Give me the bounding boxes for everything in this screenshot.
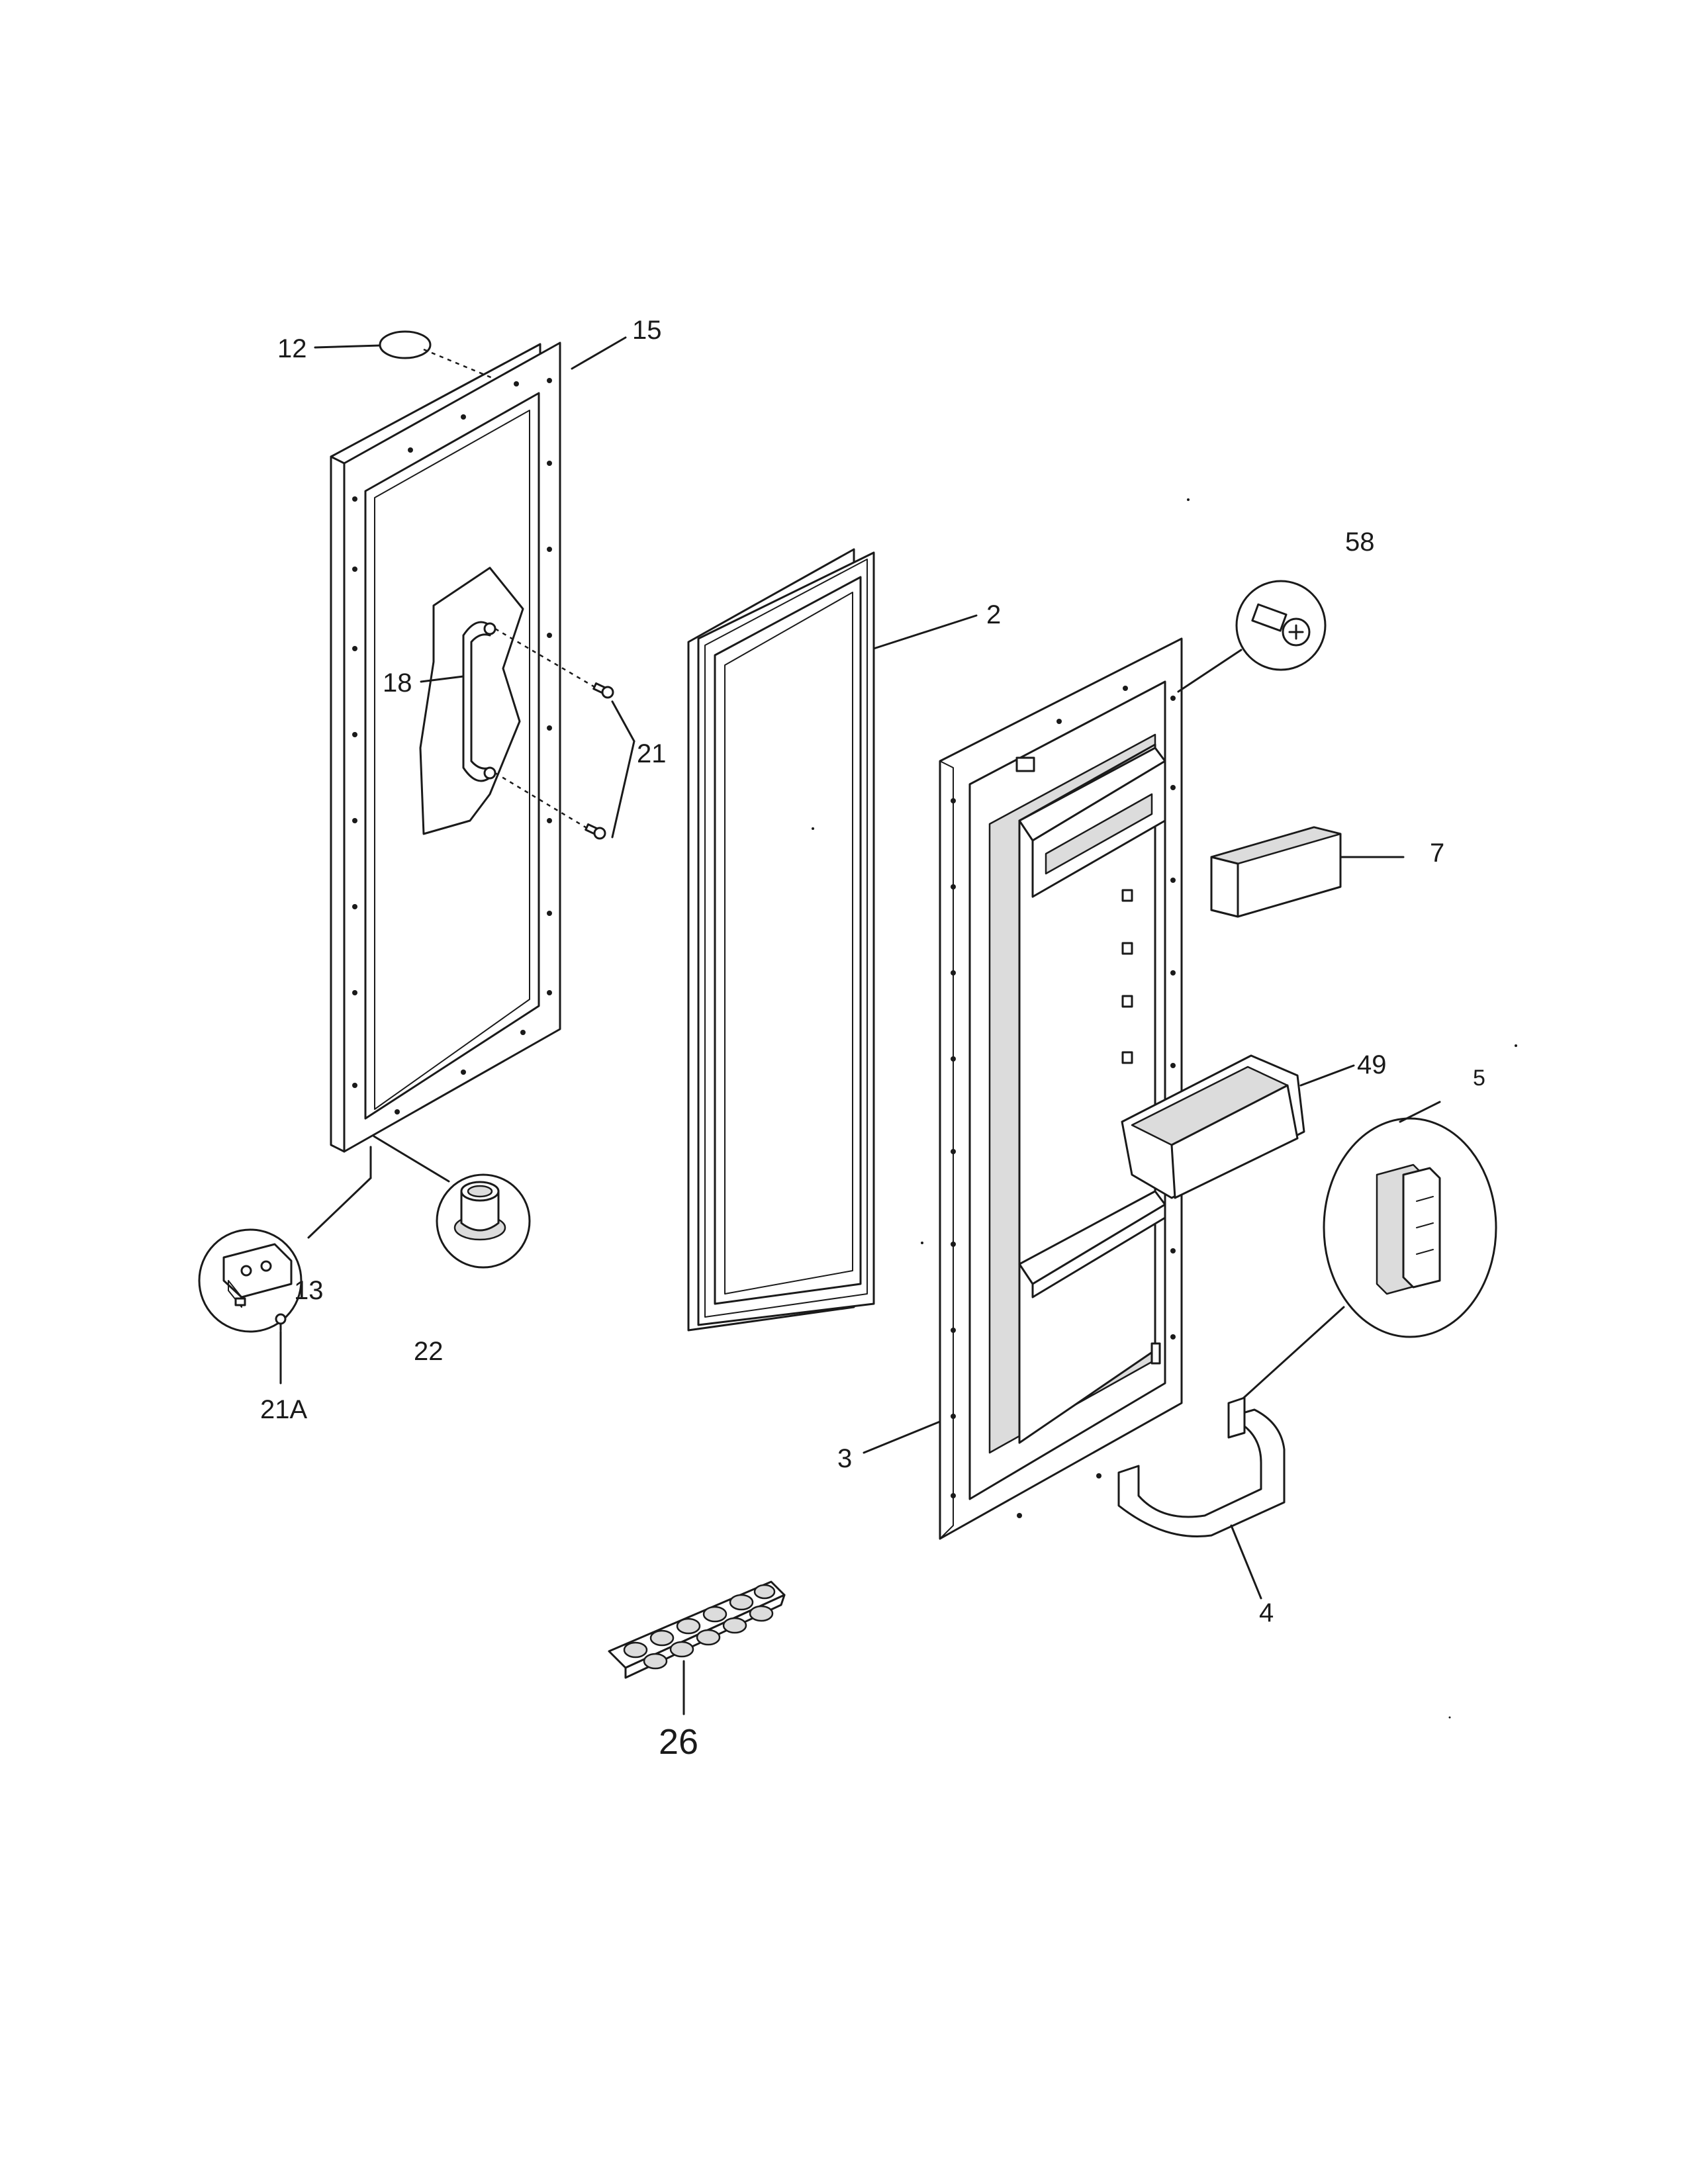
- handle-screws: [494, 627, 614, 840]
- callout-22: 22: [414, 1337, 444, 1366]
- callout-13: 13: [294, 1276, 324, 1305]
- egg-cups: [623, 1584, 776, 1670]
- door-bin: [1121, 1054, 1355, 1199]
- frame-screw-holes: [352, 378, 552, 1115]
- inner-door-liner: [939, 637, 1183, 1540]
- callout-21: 21: [637, 739, 667, 768]
- door-gasket: [687, 548, 875, 1332]
- callout-2: 2: [986, 600, 1001, 629]
- clip-detail: [1237, 1101, 1497, 1404]
- callout-3: 3: [837, 1444, 852, 1473]
- egg-tray: [608, 1580, 786, 1715]
- screw-detail: [1177, 580, 1327, 693]
- door-handle: [462, 621, 496, 782]
- lower-door-bin: [1117, 1396, 1286, 1600]
- callout-15: 15: [632, 316, 662, 345]
- scan-specks: [812, 498, 1517, 1719]
- callout-4: 4: [1259, 1598, 1274, 1627]
- leader-lines: [314, 336, 978, 1454]
- callout-18: 18: [383, 668, 412, 698]
- outer-door-panel: [330, 341, 561, 1153]
- screw-top: [592, 682, 614, 699]
- callout-58: 58: [1345, 527, 1375, 557]
- callout-21a: 21A: [260, 1395, 307, 1424]
- hinge-bracket-detail: [198, 1146, 372, 1385]
- screw-bottom: [585, 823, 606, 840]
- callout-49: 49: [1357, 1050, 1387, 1079]
- door-plug: [379, 330, 494, 380]
- door-bushing-detail: [373, 1135, 531, 1269]
- callout-5: 5: [1473, 1066, 1485, 1091]
- dairy-door: [1210, 826, 1405, 918]
- callout-7: 7: [1430, 839, 1444, 868]
- callout-26: 26: [659, 1722, 698, 1762]
- callout-12: 12: [277, 334, 307, 363]
